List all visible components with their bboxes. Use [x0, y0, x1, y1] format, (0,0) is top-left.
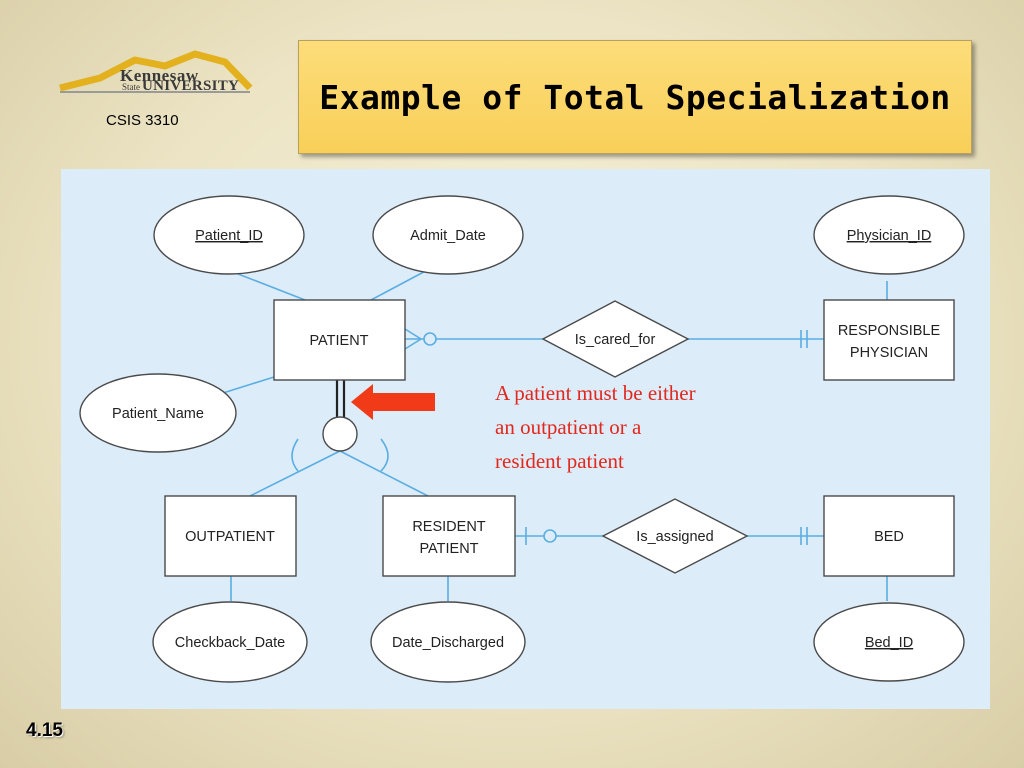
annotation-line: an outpatient or a — [495, 415, 642, 439]
logo-text-state: State — [122, 82, 140, 92]
svg-text:Is_cared_for: Is_cared_for — [575, 332, 656, 348]
entity-outpatient: OUTPATIENT — [164, 495, 297, 577]
svg-text:Checkback_Date: Checkback_Date — [175, 635, 285, 651]
svg-text:PATIENT: PATIENT — [419, 541, 478, 557]
svg-text:PHYSICIAN: PHYSICIAN — [850, 345, 928, 361]
er-diagram-canvas: Patient_ID Admit_Date Patient_Name Physi… — [79, 195, 965, 683]
entity-bed: BED — [823, 495, 955, 577]
red-arrow-icon — [351, 384, 435, 420]
attribute-date-discharged: Date_Discharged — [370, 601, 526, 683]
svg-text:Patient_Name: Patient_Name — [112, 406, 204, 422]
attribute-patient-id: Patient_ID — [153, 195, 305, 275]
slide-number: 4.15 — [26, 720, 63, 741]
relationship-is-cared-for: Is_cared_for — [541, 300, 690, 378]
attribute-bed-id: Bed_ID — [813, 602, 965, 682]
svg-text:Date_Discharged: Date_Discharged — [392, 635, 504, 651]
connectors — [222, 266, 888, 601]
attribute-patient-name: Patient_Name — [79, 373, 237, 453]
course-code: CSIS 3310 — [106, 112, 179, 129]
er-diagram: Patient_ID Admit_Date Patient_Name Physi… — [61, 169, 990, 709]
attribute-checkback-date: Checkback_Date — [152, 601, 308, 683]
title-banner: Example of Total Specialization — [298, 40, 972, 154]
attribute-admit-date: Admit_Date — [372, 195, 524, 275]
entity-patient: PATIENT — [273, 299, 406, 381]
svg-text:PATIENT: PATIENT — [309, 333, 368, 349]
svg-text:Patient_ID: Patient_ID — [195, 228, 263, 244]
university-logo — [59, 50, 253, 93]
svg-text:Bed_ID: Bed_ID — [865, 635, 913, 651]
svg-text:Physician_ID: Physician_ID — [847, 228, 932, 244]
svg-text:RESPONSIBLE: RESPONSIBLE — [838, 323, 941, 339]
svg-text:Admit_Date: Admit_Date — [410, 228, 486, 244]
annotation-line: resident patient — [495, 449, 624, 473]
attribute-physician-id: Physician_ID — [813, 195, 965, 275]
svg-text:BED: BED — [874, 529, 904, 545]
relationship-is-assigned: Is_assigned — [601, 498, 749, 574]
annotation-line: A patient must be either — [495, 381, 696, 405]
entity-resident-patient: RESIDENT PATIENT — [382, 495, 516, 577]
entity-responsible-physician: RESPONSIBLE PHYSICIAN — [823, 299, 955, 381]
slide-title: Example of Total Specialization — [319, 77, 951, 117]
svg-text:OUTPATIENT: OUTPATIENT — [185, 529, 275, 545]
svg-text:Is_assigned: Is_assigned — [636, 529, 713, 545]
annotation-note: A patient must be either an outpatient o… — [495, 376, 785, 478]
svg-text:RESIDENT: RESIDENT — [412, 519, 485, 535]
logo-text-kennesaw: Kennesaw — [120, 66, 199, 85]
logo-text-university: UNIVERSITY — [142, 78, 240, 94]
